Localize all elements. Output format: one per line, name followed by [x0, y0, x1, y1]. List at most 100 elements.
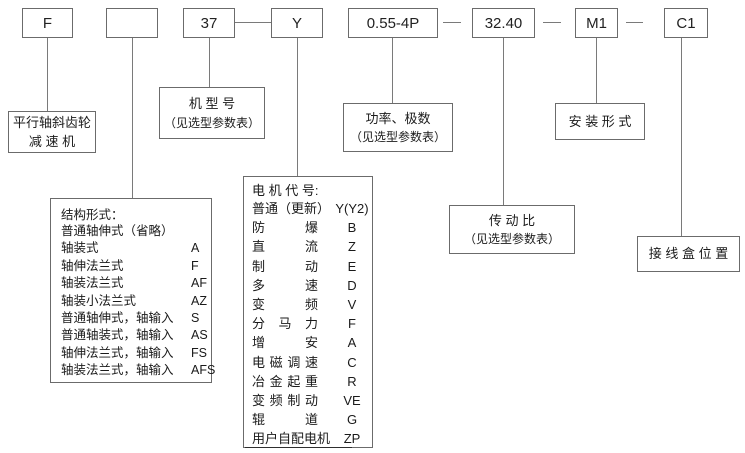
- option-code: F: [191, 258, 199, 273]
- option-name: 轴装式: [61, 241, 99, 256]
- structure-form-row: 轴伸法兰式，轴输入 FS: [61, 345, 211, 362]
- motor-code-row: 普通（更新） Y(Y2): [252, 199, 372, 218]
- option-name: 普通轴伸式（省略）: [61, 224, 174, 238]
- label-line: 机 型 号: [188, 96, 236, 112]
- code-box-structure-blank: [106, 8, 158, 38]
- leader-line: [596, 38, 597, 103]
- option-code: FS: [191, 345, 207, 360]
- label-junction-box-position: 接 线 盒 位 置: [637, 236, 740, 272]
- option-name: 轴装法兰式，轴输入: [61, 363, 174, 378]
- option-code: AS: [191, 328, 208, 343]
- structure-form-title: 结构形式：: [61, 208, 124, 222]
- label-line: 安 装 形 式: [568, 113, 632, 129]
- code-box-label: C1: [676, 14, 696, 32]
- option-code: VE: [343, 393, 361, 409]
- code-box-label: 37: [200, 14, 218, 32]
- label-transmission-ratio: 传 动 比 （见选型参数表）: [449, 205, 575, 254]
- option-name: 轴伸法兰式: [61, 258, 124, 273]
- label-line: 接 线 盒 位 置: [648, 246, 729, 262]
- option-name: 轴装小法兰式: [61, 293, 137, 308]
- code-box-size-37: 37: [183, 8, 235, 38]
- option-code: AF: [191, 276, 207, 291]
- code-box-label: 32.40: [484, 14, 523, 32]
- option-name: 增安: [252, 335, 318, 351]
- option-code: V: [347, 297, 357, 313]
- option-name: 轴装法兰式: [61, 276, 124, 291]
- code-box-mounting-m1: M1: [575, 8, 618, 38]
- option-name: 轴伸法兰式，轴输入: [61, 345, 174, 360]
- connector-dash: [626, 22, 643, 23]
- option-code: Z: [348, 239, 356, 255]
- leader-line: [503, 38, 504, 205]
- option-name: 用户自配电机: [252, 431, 331, 447]
- motor-code-row: 增安 A: [252, 333, 372, 352]
- motor-code-row: 多速 D: [252, 276, 372, 295]
- structure-form-list: 结构形式： 普通轴伸式（省略） 轴装式 A 轴伸法兰式 F 轴装法兰式 AF 轴装小法兰式 AZ…: [50, 198, 215, 383]
- leader-line: [297, 38, 298, 176]
- code-box-label: 0.55-4P: [366, 14, 420, 32]
- option-code: S: [191, 311, 200, 326]
- structure-form-row: 轴装式 A: [61, 240, 211, 257]
- option-code: F: [348, 316, 356, 332]
- code-box-label: Y: [291, 14, 302, 32]
- label-line: （见选型参数表）: [463, 232, 560, 247]
- leader-line: [209, 38, 210, 87]
- leader-line: [47, 38, 48, 111]
- leader-line: [681, 38, 682, 236]
- structure-form-row: 轴装法兰式 AF: [61, 275, 211, 292]
- connector-dash: [543, 22, 561, 23]
- option-name: 普通轴装式，轴输入: [61, 328, 174, 343]
- option-name: 变频: [252, 297, 318, 313]
- option-code: E: [347, 258, 357, 274]
- motor-code-row: 变频制动 VE: [252, 391, 372, 410]
- structure-form-row: 轴伸法兰式 F: [61, 258, 211, 275]
- leader-line: [392, 38, 393, 103]
- connector-dash: [443, 22, 461, 23]
- motor-code-row: 制动 E: [252, 257, 372, 276]
- option-name: 多速: [252, 277, 318, 293]
- option-code: AFS: [191, 363, 216, 378]
- label-model-size: 机 型 号 （见选型参数表）: [159, 87, 265, 139]
- option-name: 直流: [252, 239, 318, 255]
- label-line: （见选型参数表）: [163, 115, 260, 130]
- option-code: A: [191, 241, 200, 256]
- code-box-series-f: F: [22, 8, 73, 38]
- label-line: 平行轴斜齿轮: [12, 114, 91, 130]
- motor-code-row: 分马力 F: [252, 314, 372, 333]
- option-name: 普通（更新）: [252, 201, 331, 216]
- structure-form-rows: 普通轴伸式（省略） 轴装式 A 轴伸法兰式 F 轴装法兰式 AF 轴装小法兰式 AZ 普通轴伸式，…: [61, 223, 215, 380]
- structure-form-row: 轴装小法兰式 AZ: [61, 293, 211, 310]
- option-name: 防爆: [252, 220, 318, 236]
- code-box-power-poles: 0.55-4P: [348, 8, 438, 38]
- option-name: 变频制动: [252, 393, 318, 409]
- structure-form-row: 普通轴装式，轴输入 AS: [61, 327, 211, 344]
- motor-code-row: 直流 Z: [252, 237, 372, 256]
- label-line: 功率、极数: [365, 110, 431, 126]
- leader-line: [132, 38, 133, 198]
- option-code: D: [347, 277, 357, 293]
- code-box-label: M1: [586, 14, 607, 32]
- label-reducer-type: 平行轴斜齿轮 减 速 机: [8, 111, 96, 153]
- option-name: 辊道: [252, 412, 318, 428]
- option-code: ZP: [343, 431, 361, 447]
- option-name: 分马力: [252, 316, 318, 332]
- connector-line: [235, 22, 271, 23]
- structure-form-row: 普通轴伸式，轴输入 S: [61, 310, 211, 327]
- code-box-motor-y: Y: [271, 8, 323, 38]
- option-code: A: [347, 335, 357, 351]
- option-code: Y(Y2): [335, 201, 369, 216]
- option-name: 普通轴伸式，轴输入: [61, 311, 174, 326]
- motor-code-row: 变频 V: [252, 295, 372, 314]
- structure-form-row: 轴装法兰式，轴输入 AFS: [61, 362, 215, 379]
- option-code: AZ: [191, 293, 207, 308]
- option-name: 制动: [252, 258, 318, 274]
- structure-form-row: 普通轴伸式（省略）: [61, 223, 211, 240]
- option-name: 电磁调速: [252, 354, 318, 370]
- label-line: 减 速 机: [28, 134, 76, 149]
- motor-code-title: 电 机 代 号:: [252, 183, 319, 198]
